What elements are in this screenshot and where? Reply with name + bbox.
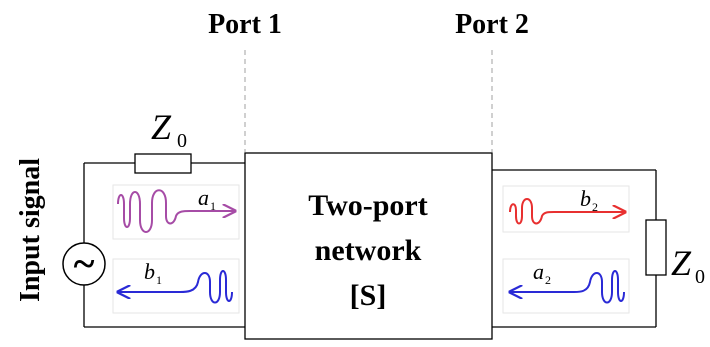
ac-source-circle bbox=[62, 242, 106, 286]
wave-a2-subscript: 2 bbox=[545, 273, 551, 287]
right-impedance-symbol: Z bbox=[671, 243, 692, 283]
wave-a1-subscript: 1 bbox=[210, 199, 216, 213]
wave-a2-symbol: a bbox=[533, 259, 544, 284]
port-2-label: Port 2 bbox=[455, 9, 529, 40]
left-impedance-subscript: 0 bbox=[177, 130, 187, 152]
wave-a1: a 1 bbox=[112, 184, 240, 240]
ac-source-symbol: ~ bbox=[74, 241, 95, 286]
port-1-label: Port 1 bbox=[208, 9, 282, 40]
two-port-network-box bbox=[244, 152, 493, 340]
wave-a1-symbol: a bbox=[198, 185, 209, 210]
right-loop-wires bbox=[492, 169, 657, 328]
network-title-line1: Two-port bbox=[308, 189, 427, 222]
wave-b2-symbol: b bbox=[580, 186, 591, 211]
wave-b1-subscript: 1 bbox=[156, 273, 162, 287]
left-loop-wires bbox=[83, 162, 245, 328]
left-resistor bbox=[134, 153, 192, 174]
network-title-line2: network bbox=[315, 234, 422, 267]
wave-b2-subscript: 2 bbox=[592, 200, 598, 214]
wave-b2: b 2 bbox=[502, 185, 630, 233]
right-impedance-subscript: 0 bbox=[695, 266, 705, 288]
right-resistor bbox=[645, 219, 667, 276]
input-signal-label: Input signal bbox=[15, 158, 46, 302]
left-impedance-symbol: Z bbox=[151, 107, 172, 147]
wave-a2: a 2 bbox=[502, 258, 630, 314]
network-title-line3: [S] bbox=[350, 279, 387, 312]
wave-b1: b 1 bbox=[112, 258, 240, 314]
wave-b1-symbol: b bbox=[144, 259, 155, 284]
